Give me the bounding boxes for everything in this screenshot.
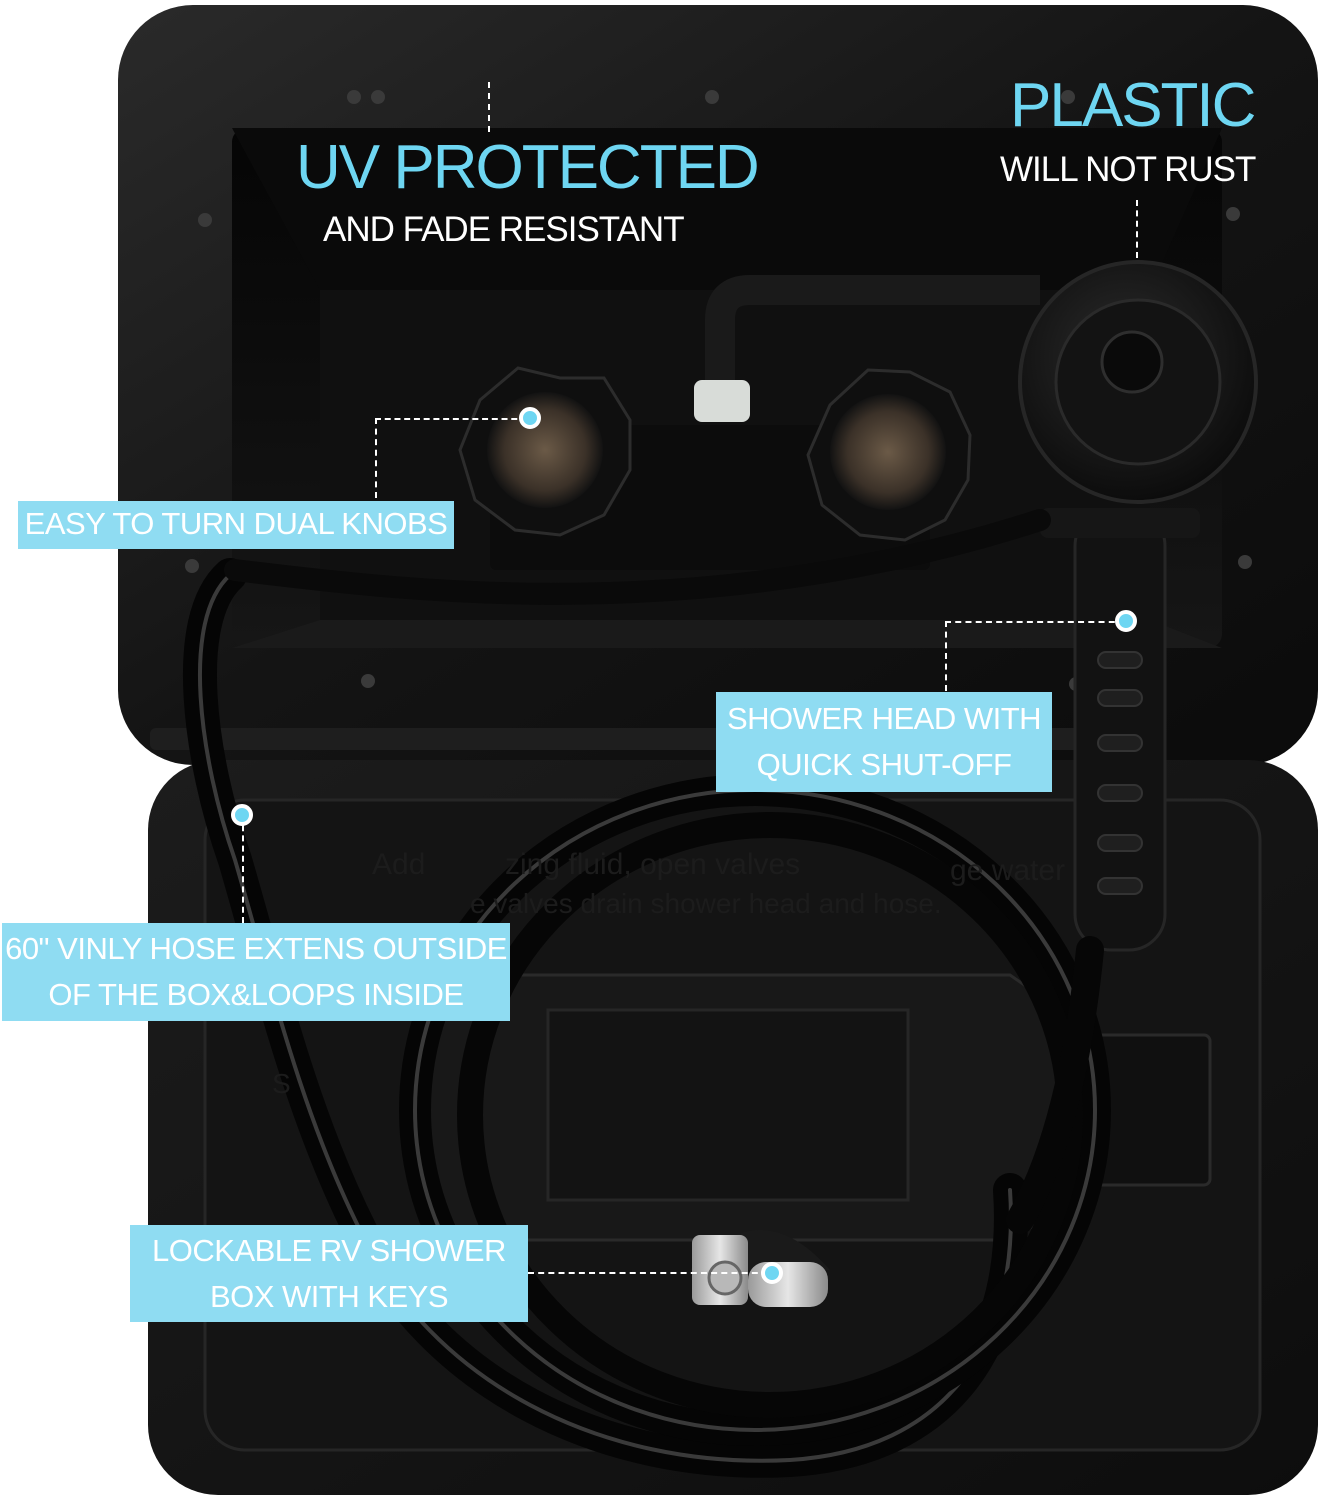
plastic-subtitle: WILL NOT RUST (1000, 150, 1256, 189)
lock-callout-line2: BOX WITH KEYS (209, 1279, 449, 1314)
shower-head (1018, 260, 1258, 1187)
embossed-instructions-1: Add (372, 848, 426, 881)
shower-head-callout-line1: SHOWER HEAD WITH (726, 701, 1042, 736)
embossed-instructions-4: e valves drain shower head and hose. (470, 888, 942, 919)
knobs-callout-dot (519, 407, 541, 429)
hose-callout-dot (231, 804, 253, 826)
knobs-callout-text: EASY TO TURN DUAL KNOBS (24, 506, 448, 541)
uv-leader-line (488, 82, 490, 132)
shower-leader-vertical (945, 621, 947, 691)
hose-callout-line2: OF THE BOX&LOOPS INSIDE (48, 977, 464, 1012)
lock-callout-dot (761, 1262, 783, 1284)
knobs-leader-vertical (375, 418, 377, 498)
uv-protected-title: UV PROTECTED (296, 133, 760, 202)
knobs-leader-horizontal (375, 418, 527, 420)
uv-protected-subtitle: AND FADE RESISTANT (323, 210, 685, 249)
shower-head-callout-dot (1115, 610, 1137, 632)
lock-callout-line1: LOCKABLE RV SHOWER (152, 1233, 506, 1268)
embossed-instructions-3: ge water (950, 854, 1066, 887)
embossed-instructions-2: zing fluid, open valves (505, 848, 801, 881)
embossed-part-number: S (272, 1068, 291, 1099)
shower-head-callout: SHOWER HEAD WITH QUICK SHUT-OFF (716, 692, 1052, 792)
vinyl-hose (182, 509, 1111, 1478)
lock-leader-line (528, 1272, 768, 1274)
lock-callout: LOCKABLE RV SHOWER BOX WITH KEYS (130, 1225, 528, 1322)
box-frame (118, 5, 1318, 765)
valve-assembly (458, 275, 1040, 570)
plastic-title: PLASTIC (1010, 71, 1256, 140)
knobs-callout: EASY TO TURN DUAL KNOBS (18, 501, 454, 549)
shower-leader-horizontal (945, 621, 1125, 623)
hose-callout-line1: 60" VINLY HOSE EXTENS OUTSIDE (5, 931, 507, 966)
hose-callout: 60" VINLY HOSE EXTENS OUTSIDE OF THE BOX… (2, 923, 510, 1021)
hose-leader-line (242, 815, 244, 923)
plastic-leader-line (1136, 200, 1138, 258)
shower-head-callout-line2: QUICK SHUT-OFF (756, 747, 1012, 782)
